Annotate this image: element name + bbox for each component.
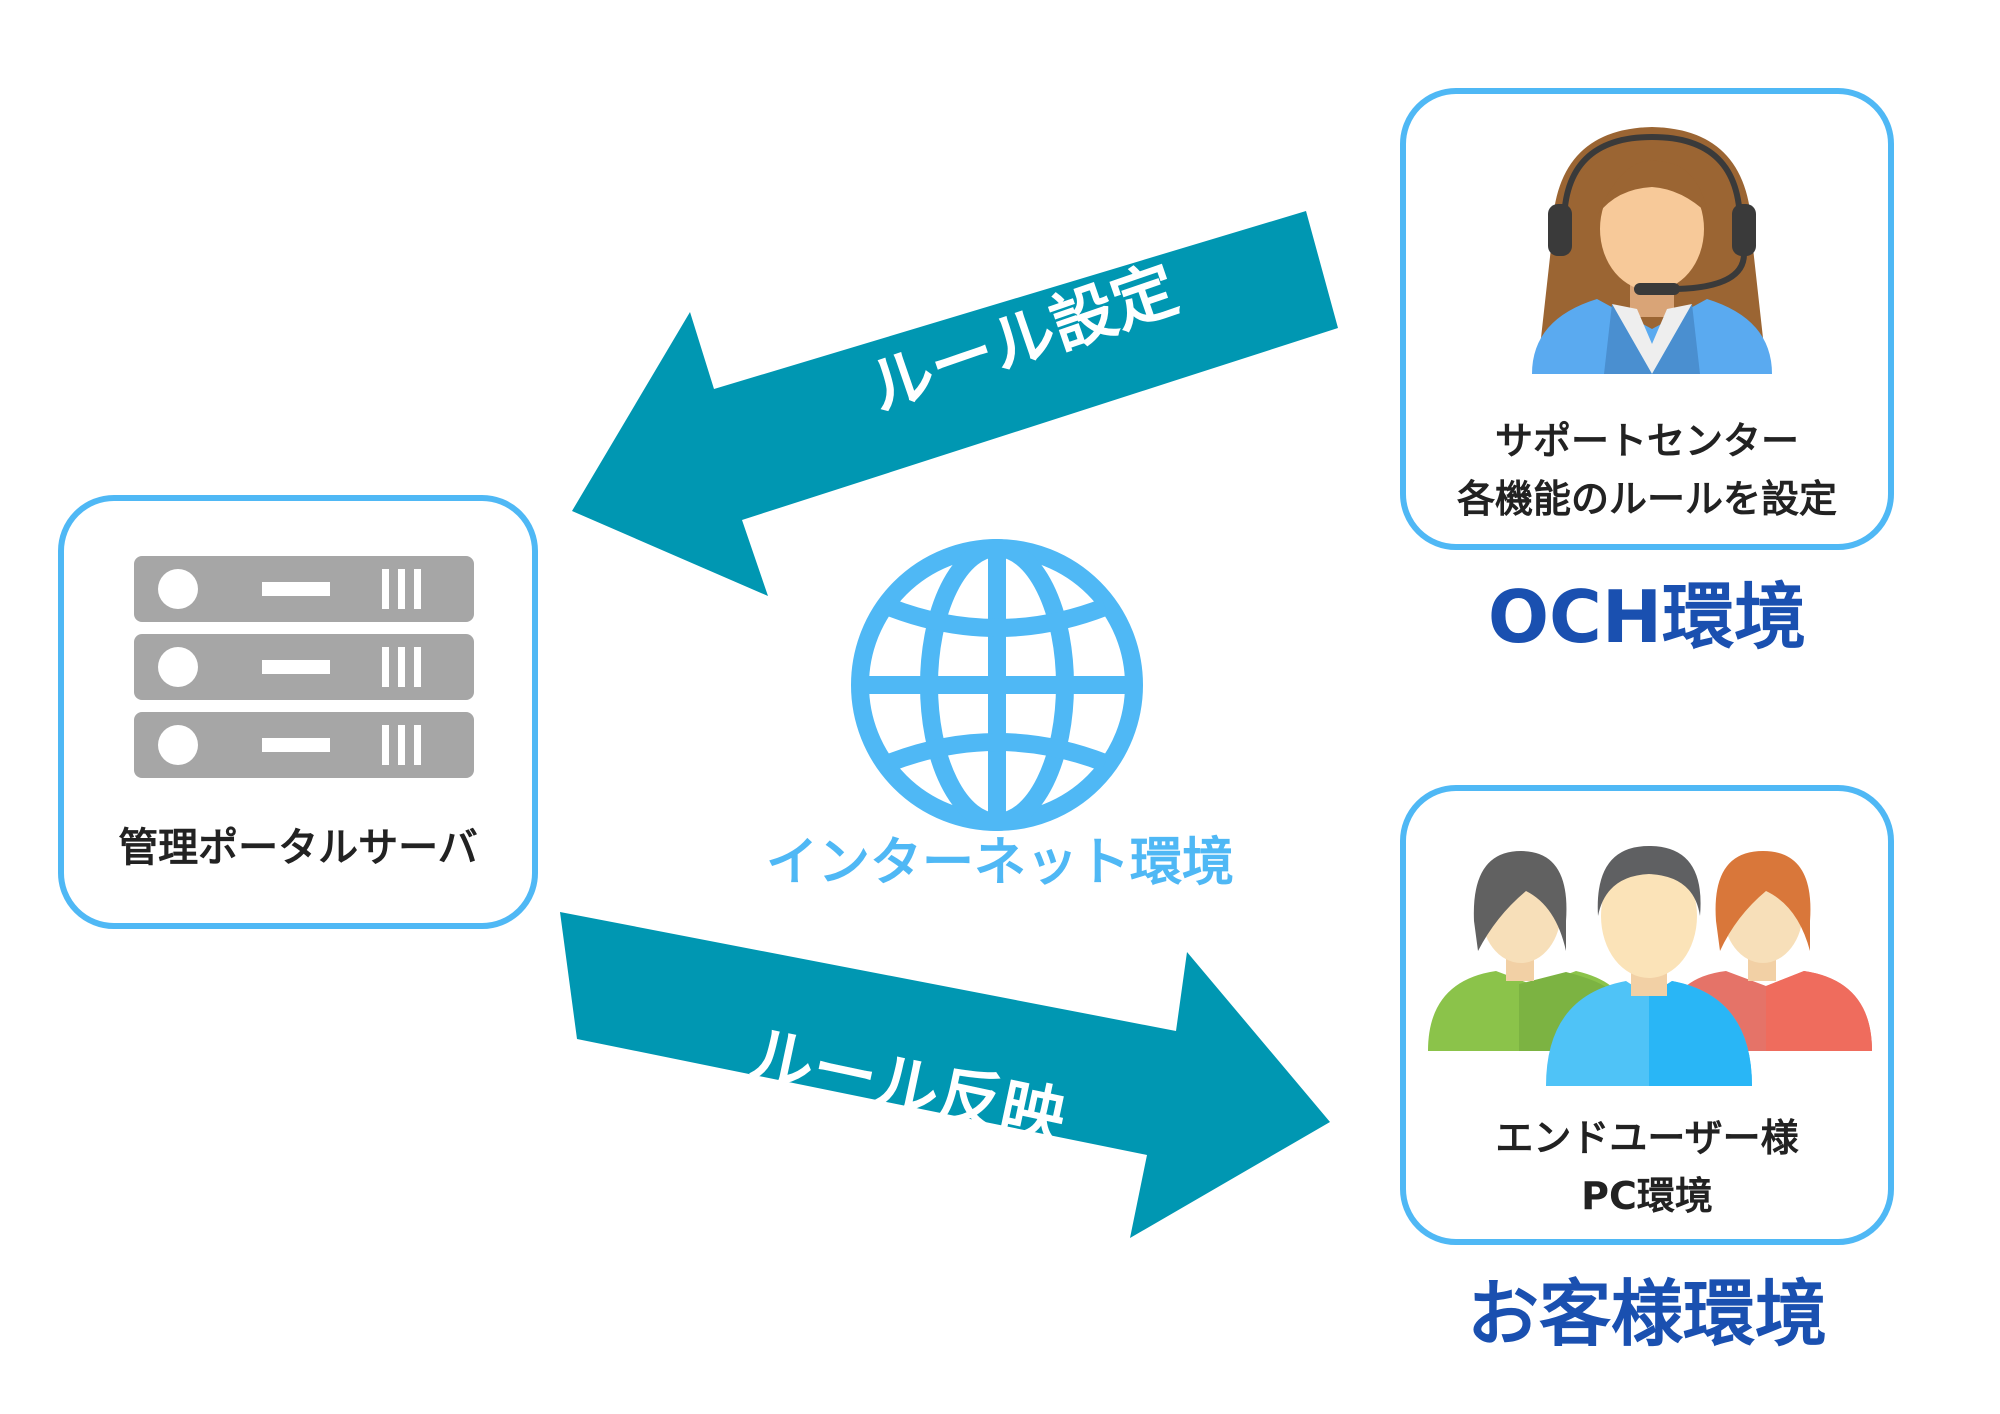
users-icon: [1428, 846, 1872, 1086]
end-user-line1: エンドユーザー様: [1495, 1116, 1799, 1160]
support-center-box: サポートセンター 各機能のルールを設定: [1400, 88, 1894, 550]
rule-setting-arrow: [572, 211, 1338, 596]
globe-icon: [851, 539, 1143, 831]
server-label: 管理ポータルサーバ: [118, 825, 478, 871]
end-user-line2: PC環境: [1581, 1174, 1713, 1218]
internet-label: インターネット環境: [765, 833, 1234, 893]
server-box: 管理ポータルサーバ: [58, 495, 538, 929]
server-icon: [134, 556, 474, 778]
operator-icon: [1532, 127, 1772, 374]
support-center-line1: サポートセンター: [1494, 419, 1799, 463]
support-center-line2: 各機能のルールを設定: [1456, 477, 1837, 521]
customer-env-title: お客様環境: [1466, 1272, 1827, 1356]
och-env-title: OCH環境: [1487, 575, 1807, 659]
end-user-box: エンドユーザー様 PC環境: [1400, 785, 1894, 1245]
rule-apply-arrow: [560, 912, 1330, 1238]
